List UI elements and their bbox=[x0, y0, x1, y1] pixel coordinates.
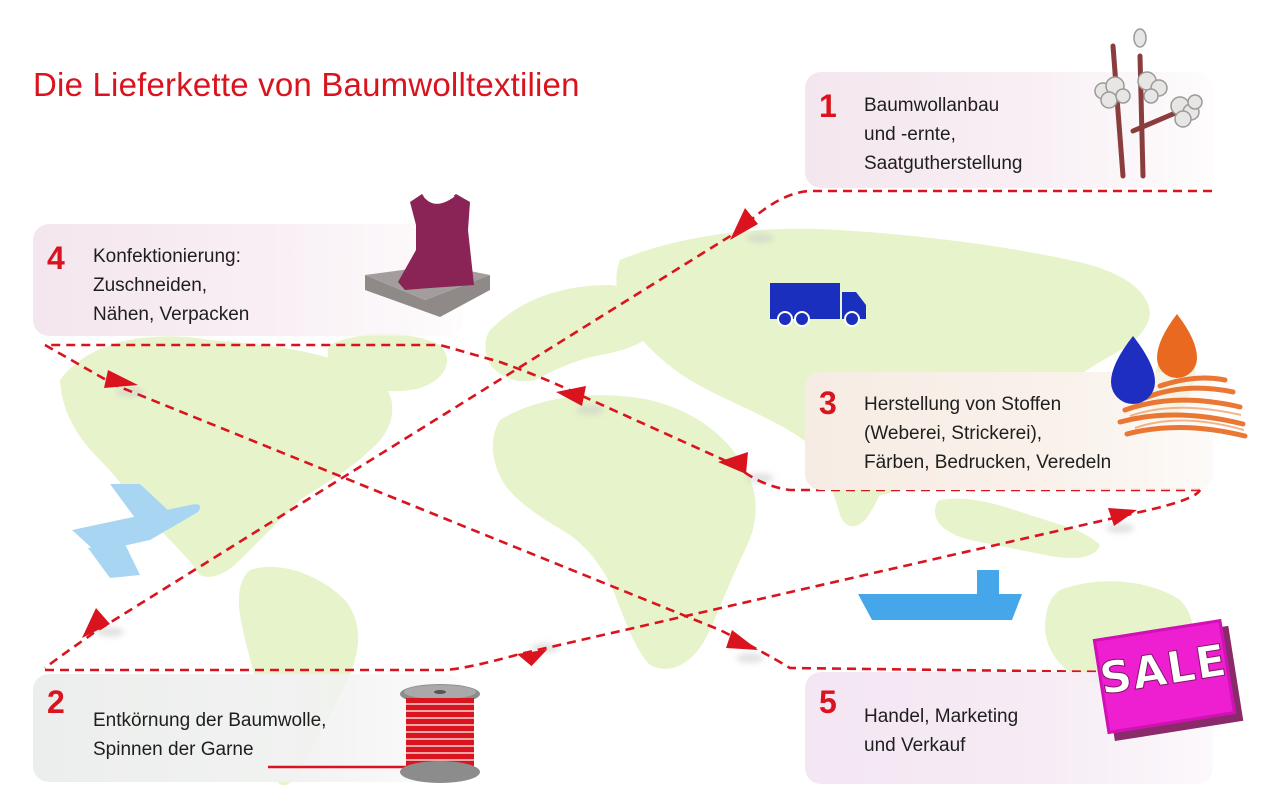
dye-drops-fabric-icon bbox=[1111, 314, 1248, 439]
step-4-line-3: Nähen, Verpacken bbox=[93, 304, 250, 325]
airplane-icon bbox=[72, 484, 201, 578]
step-1-line-3: Saatgutherstellung bbox=[864, 153, 1023, 174]
arrowhead-1 bbox=[730, 208, 758, 240]
cotton-plant-icon bbox=[1094, 28, 1203, 179]
step-2-text: Entkörnung der Baumwolle, Spinnen der Ga… bbox=[93, 706, 326, 764]
step-5-line-2: und Verkauf bbox=[864, 735, 966, 756]
step-3-line-2: (Weberei, Strickerei), bbox=[864, 423, 1043, 444]
truck-icon bbox=[770, 283, 866, 327]
arrowhead-6 bbox=[556, 386, 586, 406]
step-2-line-2: Spinnen der Garne bbox=[93, 739, 254, 760]
africa-shape bbox=[492, 395, 756, 669]
step-4-line-2: Zuschneiden, bbox=[93, 275, 208, 296]
step-3-number: 3 bbox=[819, 385, 837, 421]
step-1-number: 1 bbox=[819, 88, 837, 124]
arrowheads bbox=[82, 208, 1137, 667]
arrowhead-8 bbox=[726, 630, 758, 650]
step-1-line-2: und -ernte, bbox=[864, 124, 956, 145]
step-5-number: 5 bbox=[819, 684, 837, 720]
step-4-line-1: Konfektionierung: bbox=[93, 246, 241, 267]
step-5-line-1: Handel, Marketing bbox=[864, 706, 1019, 727]
arrowhead-3 bbox=[517, 649, 548, 667]
step-2-number: 2 bbox=[47, 684, 65, 720]
dress-icon bbox=[365, 194, 490, 317]
asia-shape bbox=[616, 228, 1150, 497]
step-5-text: Handel, Marketing und Verkauf bbox=[864, 702, 1018, 760]
step-1-line-1: Baumwollanbau bbox=[864, 95, 1000, 116]
arrowhead-5 bbox=[718, 452, 748, 474]
southeast-asia-shape bbox=[935, 498, 1100, 558]
arrow-shadows bbox=[96, 233, 1134, 663]
arrowhead-4 bbox=[1108, 508, 1137, 526]
step-3-line-1: Herstellung von Stoffen bbox=[864, 394, 1062, 415]
diagram-title: Die Lieferkette von Baumwolltextilien bbox=[33, 66, 580, 103]
step-4-number: 4 bbox=[47, 240, 65, 276]
path-step3-to-step4 bbox=[45, 343, 1200, 492]
arrowhead-2 bbox=[82, 608, 110, 638]
sale-sign-icon: SALE bbox=[1092, 618, 1244, 742]
step-2-box bbox=[33, 674, 463, 782]
ship-icon bbox=[858, 570, 1022, 620]
thread-spool-icon bbox=[268, 684, 480, 783]
step-2-line-1: Entkörnung der Baumwolle, bbox=[93, 710, 327, 731]
step-4-text: Konfektionierung: Zuschneiden, Nähen, Ve… bbox=[93, 242, 249, 329]
arrowhead-7 bbox=[104, 370, 138, 388]
greenland-shape bbox=[327, 333, 448, 392]
step-1-text: Baumwollanbau und -ernte, Saatgutherstel… bbox=[864, 91, 1022, 178]
step-3-line-3: Färben, Bedrucken, Veredeln bbox=[864, 452, 1112, 473]
path-step2-to-step3 bbox=[45, 489, 1202, 672]
step-3-text: Herstellung von Stoffen (Weberei, Strick… bbox=[864, 390, 1111, 477]
